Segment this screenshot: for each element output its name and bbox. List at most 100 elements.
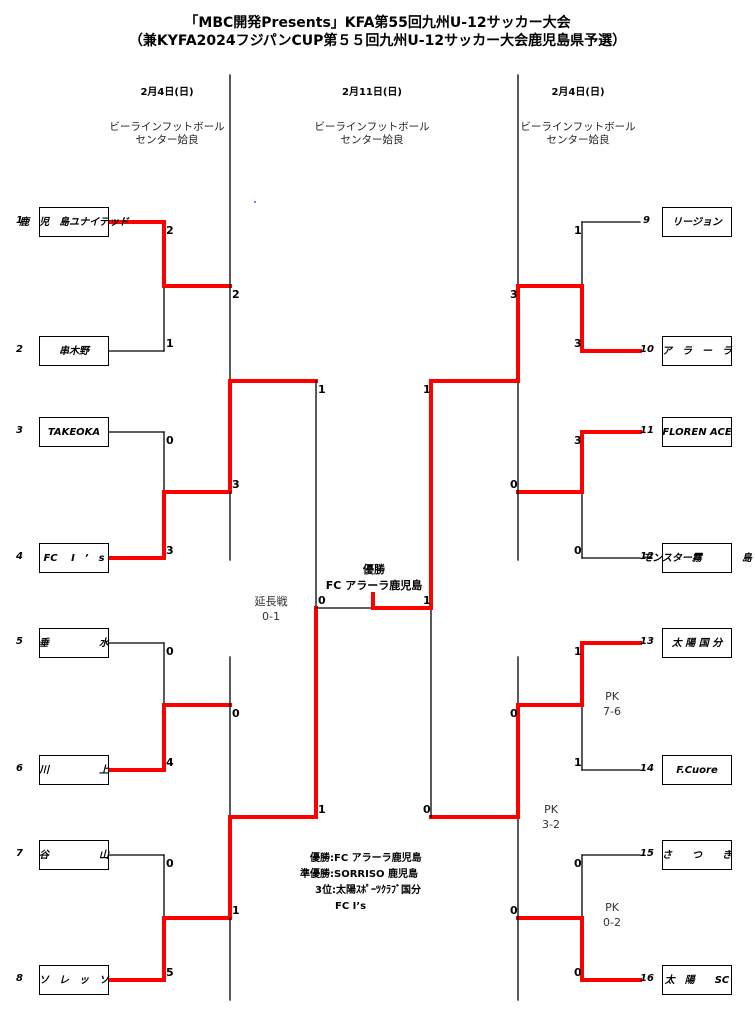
score-label: 1 xyxy=(318,803,326,816)
team-seed-number: 6 xyxy=(16,763,23,774)
score-label: 1 xyxy=(318,383,326,396)
team-box: モンスター霧 島 xyxy=(642,543,752,573)
score-label: 1 xyxy=(166,337,174,350)
right-venue: ビーラインフットボール センター姶良 xyxy=(508,121,648,147)
team-box: 垂 水 xyxy=(39,628,109,658)
team-box: 谷 山 xyxy=(39,840,109,870)
score-label: 0 xyxy=(423,803,431,816)
champion-box: 優勝 FC アラーラ鹿児島 xyxy=(294,562,454,594)
left-venue-line2: センター姶良 xyxy=(135,134,199,146)
score-label: 3 xyxy=(166,544,174,557)
team-name: さ つ き xyxy=(662,849,732,861)
team-box: リージョン xyxy=(662,207,732,237)
extra-time-score: 0-1 xyxy=(262,610,280,623)
score-label: 3 xyxy=(574,337,582,350)
score-label: 0 xyxy=(510,707,518,720)
extra-time-label: 延長戦 xyxy=(254,595,288,608)
team-seed-number: 5 xyxy=(16,636,23,647)
score-label: 0 xyxy=(574,966,582,979)
pk-label-qf: PK xyxy=(544,803,558,816)
team-box: 鹿 児 島ユナイテッド xyxy=(19,207,129,237)
stray-mark xyxy=(254,201,256,203)
result-runner-up: 準優勝:SORRISO 鹿児島 xyxy=(300,869,419,880)
team-seed-number: 9 xyxy=(643,215,650,226)
team-box: TAKEOKA xyxy=(39,417,109,447)
score-label: 0 xyxy=(232,707,240,720)
team-name: 垂 水 xyxy=(39,637,109,649)
team-box: 川 上 xyxy=(39,755,109,785)
result-winner: 優勝:FC アラーラ鹿児島 xyxy=(310,853,422,864)
extra-time-note: 延長戦 0-1 xyxy=(241,594,301,624)
score-label: 0 xyxy=(510,478,518,491)
team-seed-number: 11 xyxy=(640,425,654,436)
team-box: FLOREN ACE xyxy=(662,417,732,447)
score-label: 3 xyxy=(510,288,518,301)
team-seed-number: 1 xyxy=(16,215,23,226)
title-line-2: （兼KYFA2024フジパンCUP第５５回九州U-12サッカー大会鹿児島県予選） xyxy=(128,33,627,49)
score-label: 0 xyxy=(166,645,174,658)
team-box: F.Cuore xyxy=(662,755,732,785)
left-venue: ビーラインフットボール センター姶良 xyxy=(97,121,237,147)
team-name: 川 上 xyxy=(39,764,109,776)
score-label: 0 xyxy=(574,857,582,870)
score-label: 3 xyxy=(232,478,240,491)
pk-label-15-16: PK xyxy=(605,901,619,914)
score-label: 1 xyxy=(423,594,431,607)
right-venue-line1: ビーラインフットボール xyxy=(520,121,636,133)
team-box: 太 陽 国 分 xyxy=(662,628,732,658)
score-label: 3 xyxy=(574,434,582,447)
team-name: FC I ’ s xyxy=(43,552,105,564)
team-name: TAKEOKA xyxy=(47,426,101,438)
pk-score-15-16: 0-2 xyxy=(603,916,621,929)
score-label: 1 xyxy=(574,756,582,769)
team-box: FC I ’ s xyxy=(39,543,109,573)
pk-note-qf: PK 3-2 xyxy=(521,802,581,832)
team-seed-number: 10 xyxy=(640,344,654,355)
team-seed-number: 16 xyxy=(640,973,654,984)
score-label: 1 xyxy=(574,645,582,658)
pk-score-qf: 3-2 xyxy=(542,818,560,831)
left-venue-line1: ビーラインフットボール xyxy=(109,121,225,133)
score-label: 2 xyxy=(232,288,240,301)
team-name: 太 陽 SC xyxy=(664,974,730,986)
left-date: 2月4日(日) xyxy=(140,87,194,98)
champion-label: 優勝 xyxy=(363,563,385,576)
team-seed-number: 15 xyxy=(640,848,654,859)
team-name: F.Cuore xyxy=(676,764,718,776)
score-label: 0 xyxy=(166,857,174,870)
team-seed-number: 3 xyxy=(16,425,23,436)
team-name: ソ レ ッ ソ xyxy=(39,974,109,986)
team-box: ア ラ ー ラ xyxy=(662,336,732,366)
team-name: ユナイテッド xyxy=(69,216,129,228)
team-seed-number: 4 xyxy=(16,551,23,562)
center-venue: ビーラインフットボール センター姶良 xyxy=(302,121,442,147)
pk-label-13-14: PK xyxy=(605,690,619,703)
pk-score-13-14: 7-6 xyxy=(603,705,621,718)
score-label: 0 xyxy=(166,434,174,447)
score-label: 1 xyxy=(423,383,431,396)
right-venue-line2: センター姶良 xyxy=(546,134,610,146)
team-seed-number: 13 xyxy=(640,636,654,647)
team-seed-number: 12 xyxy=(640,551,654,562)
score-label: 5 xyxy=(166,966,174,979)
center-venue-line1: ビーラインフットボール xyxy=(314,121,430,133)
team-box: ソ レ ッ ソ xyxy=(39,965,109,995)
team-box: 太 陽 SC xyxy=(662,965,732,995)
team-name: リージョン xyxy=(672,216,722,228)
score-label: 0 xyxy=(574,544,582,557)
team-name: 太 陽 国 分 xyxy=(671,637,723,649)
result-third: 3位:太陽ｽﾎﾟｰﾂｸﾗﾌﾞ国分 xyxy=(315,885,421,896)
result-third-2: FC I’s xyxy=(335,901,367,912)
team-box: さ つ き xyxy=(662,840,732,870)
final-results: 優勝:FC アラーラ鹿児島 準優勝:SORRISO 鹿児島 3位:太陽ｽﾎﾟｰﾂ… xyxy=(300,851,422,915)
team-name: 霧 島 xyxy=(691,552,752,564)
champion-team: FC アラーラ鹿児島 xyxy=(325,579,423,592)
team-seed-number: 8 xyxy=(16,973,23,984)
team-seed-number: 7 xyxy=(16,848,23,859)
score-label: 2 xyxy=(166,224,174,237)
team-name: FLOREN ACE xyxy=(662,426,732,438)
team-name: 鹿 児 島 xyxy=(19,216,70,228)
score-label: 1 xyxy=(574,224,582,237)
pk-note-15-16: PK 0-2 xyxy=(582,900,642,930)
